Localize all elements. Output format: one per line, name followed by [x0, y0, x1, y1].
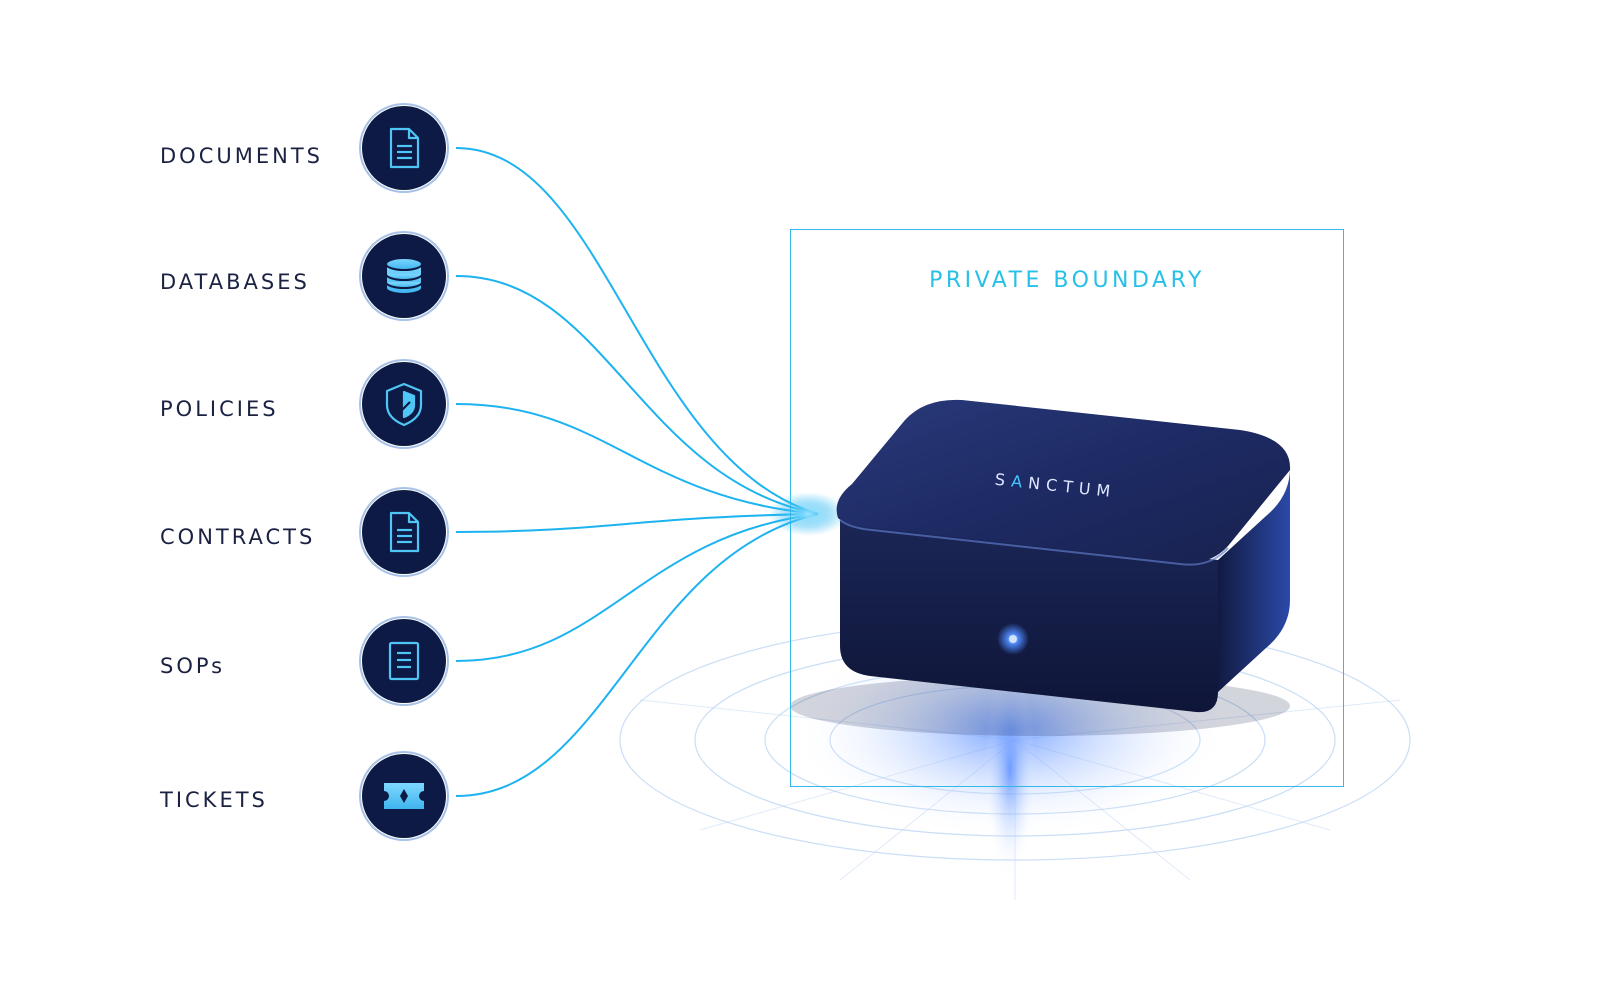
source-label-documents: DOCUMENTS — [160, 144, 323, 168]
connector-lines — [455, 147, 819, 797]
shield-icon — [359, 359, 449, 449]
source-label-tickets: TICKETS — [160, 788, 268, 812]
document-icon — [359, 103, 449, 193]
private-boundary: PRIVATE BOUNDARY — [790, 229, 1344, 787]
source-label-policies: POLICIES — [160, 397, 279, 421]
connector-line — [455, 513, 819, 533]
boundary-label: PRIVATE BOUNDARY — [929, 268, 1205, 293]
connector-line — [455, 513, 819, 662]
source-label-databases: DATABASES — [160, 270, 310, 294]
connector-hub-glow — [768, 492, 848, 536]
source-label-contracts: CONTRACTS — [160, 525, 316, 549]
source-label-sops: SOPs — [160, 654, 226, 678]
database-icon — [359, 231, 449, 321]
status-led — [1009, 635, 1017, 643]
connector-line — [455, 275, 819, 515]
contract-document-icon — [359, 487, 449, 577]
sanctum-device: SANCTUM — [790, 399, 1291, 736]
connector-line — [455, 513, 819, 797]
connector-line — [455, 147, 819, 515]
device-brand-start: S — [994, 470, 1012, 491]
ticket-icon — [359, 751, 449, 841]
connector-line — [455, 403, 819, 515]
light-beam — [984, 660, 1036, 880]
device-brand-accent: A — [1010, 471, 1029, 492]
list-document-icon — [359, 616, 449, 706]
